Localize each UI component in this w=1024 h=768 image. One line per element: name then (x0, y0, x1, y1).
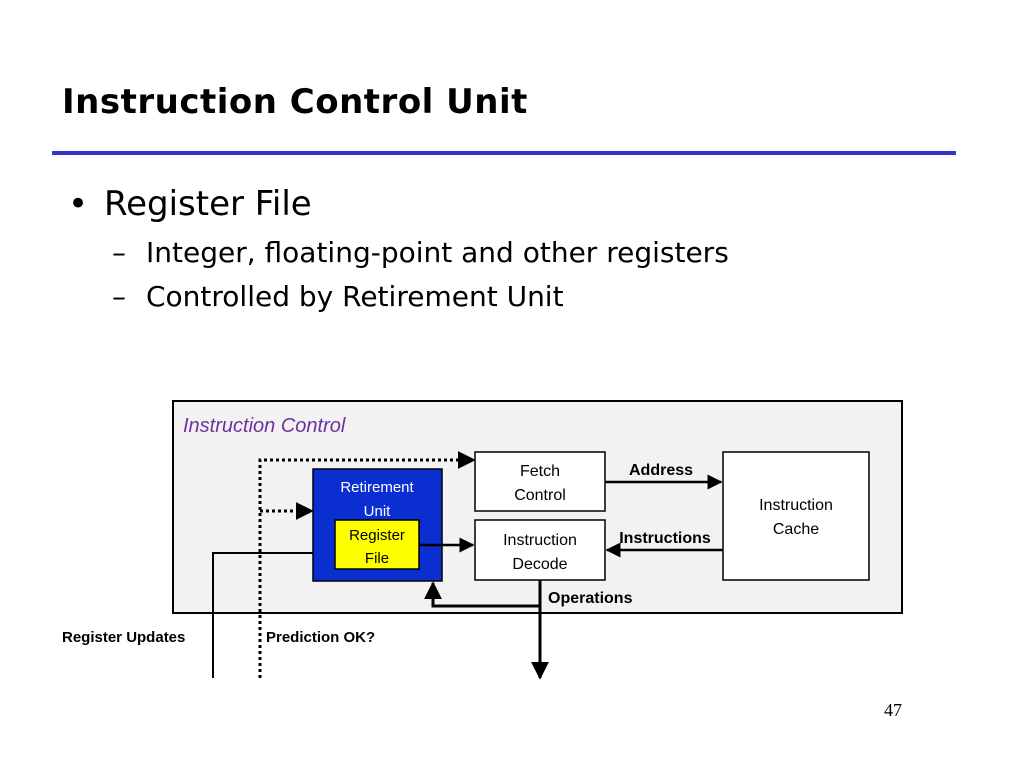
sub-bullet-registers: –Integer, floating-point and other regis… (112, 236, 729, 269)
sub-bullet-dash: – (112, 280, 126, 313)
sub-bullet-dash: – (112, 236, 126, 269)
retirement-unit-label-line1: Retirement (340, 479, 414, 496)
register-updates-label: Register Updates (62, 629, 185, 646)
bullet-register-file: • Register File (68, 184, 312, 224)
retirement-unit-label-line2: Unit (364, 503, 392, 520)
register-file-label-line2: File (365, 550, 389, 567)
fetch-control-block (474, 451, 606, 512)
bullet-dot: • (68, 184, 89, 224)
prediction-ok-line (258, 451, 476, 678)
slide-title: Instruction Control Unit (62, 82, 528, 122)
sub-bullet-controlled: –Controlled by Retirement Unit (112, 280, 564, 313)
instruction-cache-block (722, 451, 870, 581)
instructions-label: Instructions (619, 530, 711, 547)
fetch-control-label-line2: Control (514, 487, 566, 504)
operations-feedback-arrow (424, 581, 540, 608)
sub-bullet-text: Integer, floating-point and other regist… (146, 236, 729, 269)
instruction-cache-label-line2: Cache (773, 521, 819, 538)
instruction-decode-label-line1: Instruction (503, 532, 577, 549)
instruction-decode-block (474, 519, 606, 581)
bullet-text: Register File (104, 184, 312, 224)
prediction-ok-label: Prediction OK? (266, 629, 375, 646)
register-file-label-line1: Register (349, 527, 405, 544)
sub-bullet-text: Controlled by Retirement Unit (146, 280, 564, 313)
container-label: Instruction Control (183, 415, 346, 437)
instruction-decode-label-line2: Decode (512, 556, 567, 573)
page-number: 47 (884, 700, 902, 720)
register-updates-line (212, 547, 335, 678)
instruction-cache-label-line1: Instruction (759, 497, 833, 514)
operations-label: Operations (548, 590, 633, 607)
fetch-control-label-line1: Fetch (520, 463, 560, 480)
title-underline (52, 151, 956, 155)
address-label: Address (629, 462, 693, 479)
